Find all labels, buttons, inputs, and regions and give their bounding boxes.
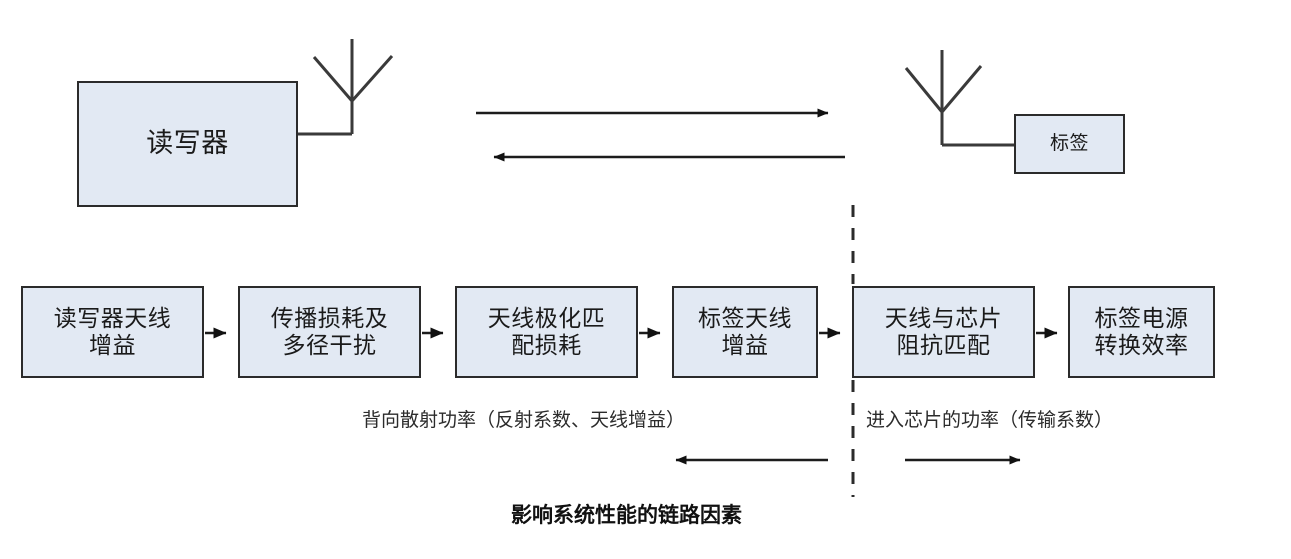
reader-device-box: 读写器 xyxy=(77,81,298,207)
chain-box-line1: 读写器天线 xyxy=(53,305,172,331)
chain-box-line1: 标签天线 xyxy=(698,305,792,331)
tag-device-label: 标签 xyxy=(1049,132,1089,154)
chain-box-line1: 标签电源 xyxy=(1094,305,1189,331)
tag-device-box: 标签 xyxy=(1014,114,1125,174)
chain-box-line2: 阻抗匹配 xyxy=(896,333,991,358)
reader-device-label: 读写器 xyxy=(146,128,229,159)
chain-box-impedance-match: 天线与芯片 阻抗匹配 xyxy=(852,286,1035,378)
caption-backscatter-power: 背向散射功率（反射系数、天线增益） xyxy=(362,410,686,431)
chain-box-line1: 天线极化匹 xyxy=(487,305,606,331)
chain-box-line1: 传播损耗及 xyxy=(270,305,389,331)
chain-box-reader-antenna-gain: 读写器天线 增益 xyxy=(21,286,204,378)
tag-antenna-icon xyxy=(904,50,1014,147)
chain-box-line1: 天线与芯片 xyxy=(884,305,1003,331)
chain-box-line2: 增益 xyxy=(721,333,769,358)
chain-box-propagation-loss: 传播损耗及 多径干扰 xyxy=(238,286,421,378)
chain-box-power-conversion: 标签电源 转换效率 xyxy=(1068,286,1215,378)
chain-box-polarization-loss: 天线极化匹 配损耗 xyxy=(455,286,638,378)
chain-box-line2: 增益 xyxy=(89,333,136,358)
chain-box-line2: 配损耗 xyxy=(511,333,582,358)
chain-box-tag-antenna-gain: 标签天线 增益 xyxy=(672,286,818,378)
caption-chip-input-power: 进入芯片的功率（传输系数） xyxy=(866,410,1114,431)
reader-antenna-icon xyxy=(298,39,394,136)
diagram-title: 影响系统性能的链路因素 xyxy=(511,504,742,527)
chain-box-line2: 多径干扰 xyxy=(282,333,377,358)
chain-box-line2: 转换效率 xyxy=(1094,333,1189,358)
